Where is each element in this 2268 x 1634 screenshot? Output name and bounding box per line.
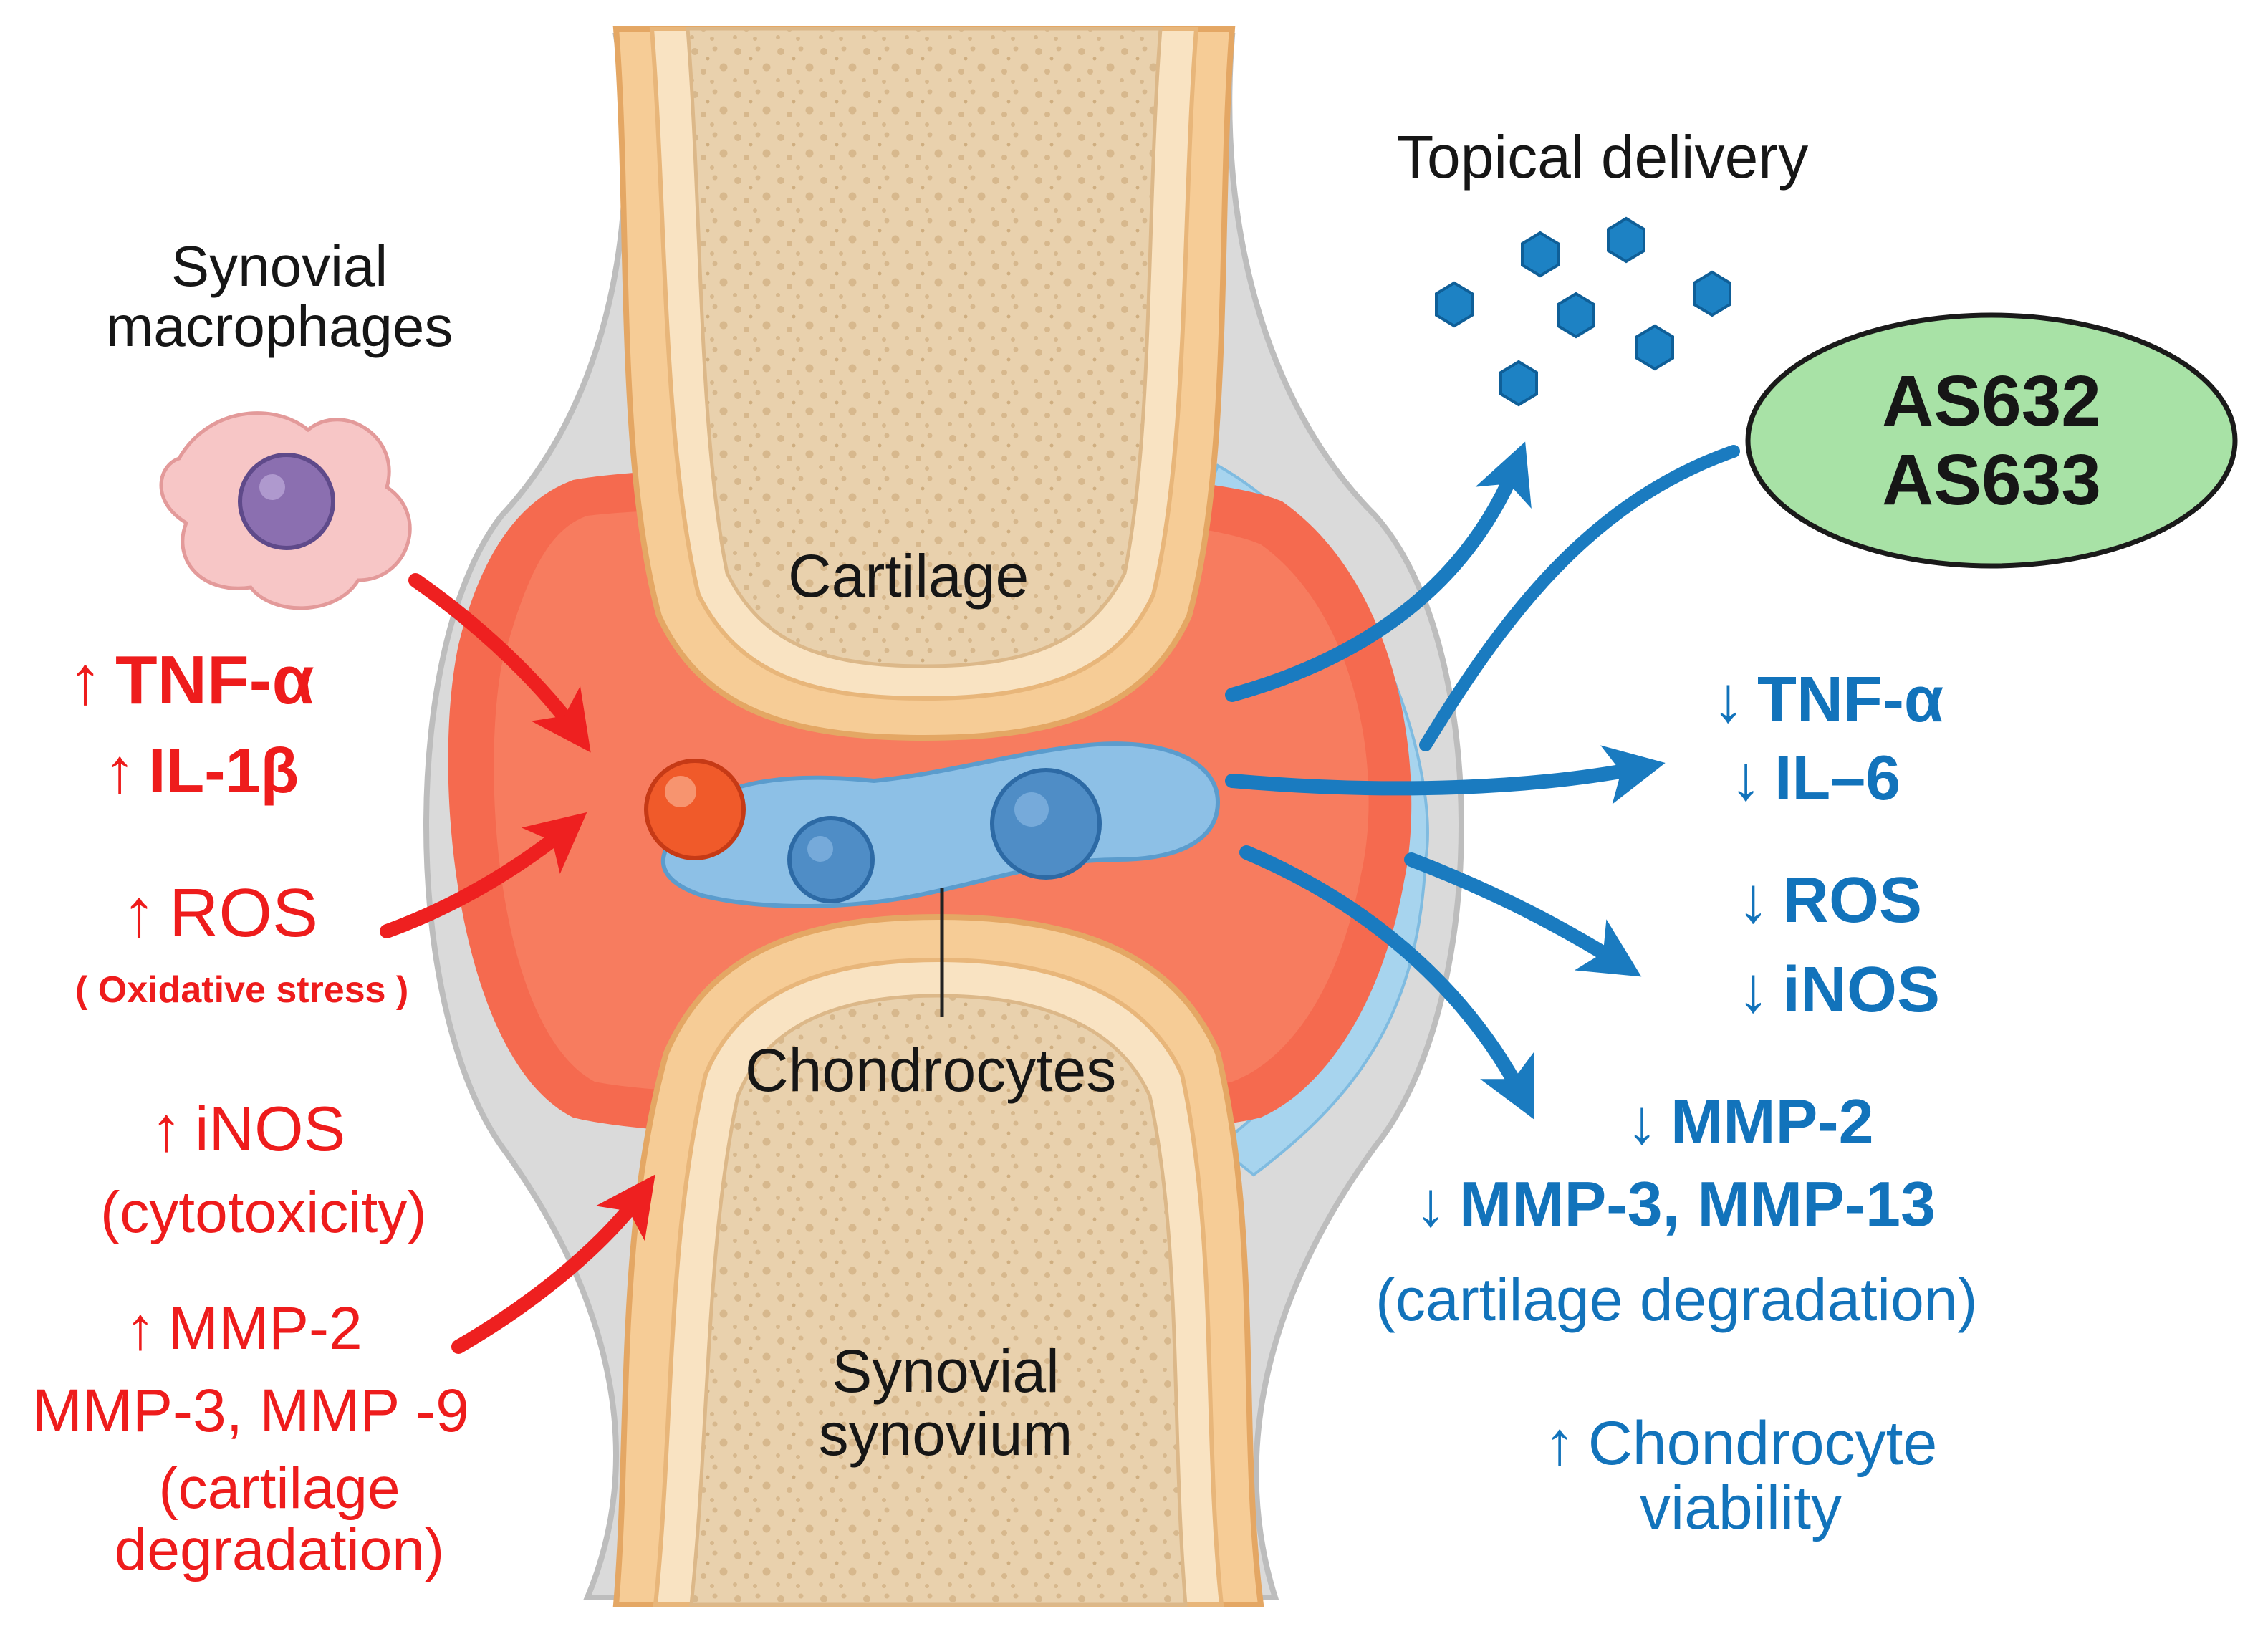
down-arrow-icon: ↓ — [1712, 664, 1744, 736]
down-arrow-icon: ↓ — [1730, 742, 1762, 813]
blue-arrow — [1225, 441, 1532, 702]
up-arrow-icon: ↑ — [122, 875, 156, 951]
right-mmp-line2: ↓MMP-3, MMP-13 — [1415, 1168, 1936, 1239]
down-arrow-icon: ↓ — [1737, 954, 1769, 1026]
down-arrow-icon: ↓ — [1737, 865, 1769, 936]
right-inos-label: ↓iNOS — [1737, 954, 1941, 1026]
up-arrow-icon: ↑ — [125, 1294, 155, 1362]
red-arrow — [408, 573, 591, 753]
left-mmp-note: (cartilage degradation) — [114, 1456, 445, 1583]
up-arrow-icon: ↑ — [104, 735, 135, 806]
left-mmp-line2: MMP-3, MMP -9 — [32, 1377, 469, 1444]
right-viability-label: ↑Chondrocyte viability — [1544, 1409, 1938, 1543]
up-arrow-icon: ↑ — [150, 1093, 182, 1164]
red-arrow — [451, 1174, 655, 1354]
left-tnf-label: ↑TNF-α — [68, 642, 314, 719]
cartilage-label: Cartilage — [788, 542, 1029, 610]
blue-arrow — [1419, 445, 1740, 751]
right-il6-label: ↓IL–6 — [1730, 742, 1901, 813]
right-tnf-label: ↓TNF-α — [1712, 664, 1944, 736]
drug-ellipse — [1745, 312, 2238, 569]
down-arrow-icon: ↓ — [1626, 1086, 1658, 1157]
particle-icon — [1693, 270, 1731, 317]
left-inos-note: (cytotoxicity) — [100, 1180, 427, 1245]
synovial-synovium-label: Synovial synovium — [818, 1337, 1073, 1469]
drug-particles — [1435, 216, 1731, 407]
particle-icon — [1607, 216, 1645, 264]
up-arrow-icon: ↑ — [1544, 1409, 1575, 1478]
particle-icon — [1557, 292, 1595, 339]
blue-arrow — [1239, 845, 1534, 1120]
right-ros-label: ↓ROS — [1737, 865, 1923, 936]
left-ros-note: ( Oxidative stress ) — [75, 969, 409, 1011]
up-arrow-icon: ↑ — [68, 642, 102, 719]
left-inos-label: ↑iNOS — [150, 1093, 346, 1164]
blue-arrow — [1404, 852, 1642, 977]
left-ros-label: ↑ROS — [122, 875, 319, 951]
left-mmp-line1: ↑MMP-2 — [125, 1294, 362, 1362]
blue-arrow — [1225, 745, 1666, 804]
inflammatory-cell — [644, 759, 746, 860]
topical-delivery-label: Topical delivery — [1397, 123, 1809, 191]
chondrocytes-label: Chondrocytes — [745, 1037, 1117, 1104]
red-arrow — [380, 812, 587, 938]
right-mmp-line1: ↓MMP-2 — [1626, 1086, 1874, 1157]
right-mmp-note: (cartilage degradation) — [1375, 1266, 1978, 1333]
drug-names-label: AS632 AS633 — [1882, 361, 2101, 520]
left-il1b-label: ↑IL-1β — [104, 735, 299, 806]
down-arrow-icon: ↓ — [1415, 1168, 1446, 1239]
synovial-macrophages-label: Synovial macrophages — [105, 234, 453, 358]
particle-icon — [1435, 281, 1474, 328]
chondrocyte-nucleus — [787, 816, 875, 903]
particle-icon — [1521, 231, 1560, 278]
chondrocyte-nucleus — [990, 768, 1102, 880]
particle-icon — [1635, 324, 1674, 371]
particle-icon — [1499, 360, 1538, 407]
